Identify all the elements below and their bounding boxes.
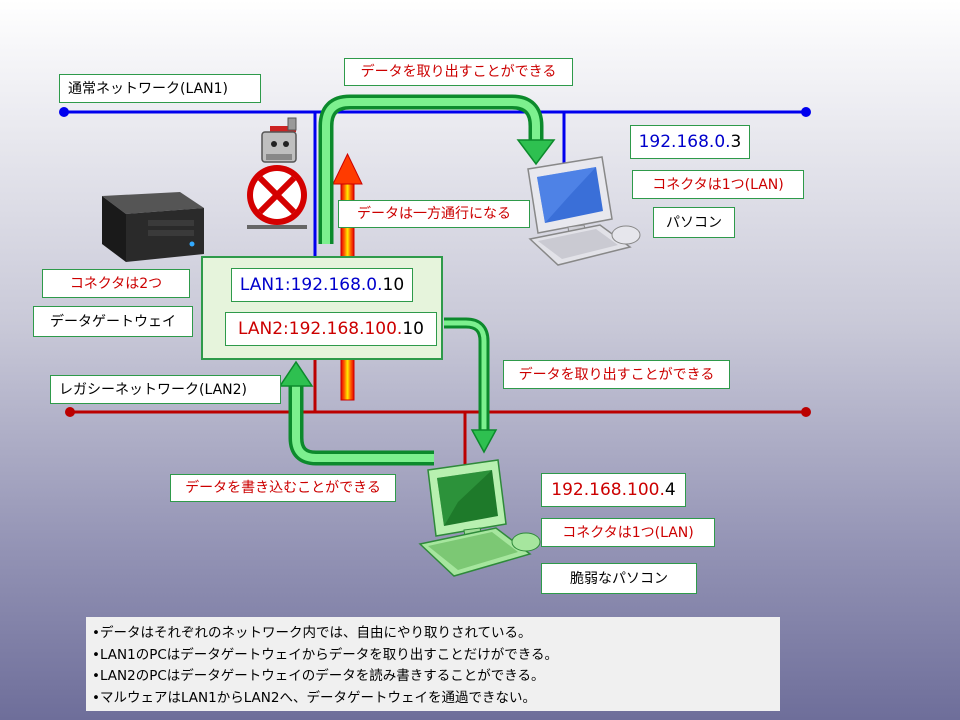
- lan1-endpoint-left: [59, 107, 69, 117]
- gateway-lan2-host: 10: [402, 318, 424, 339]
- lan1-label: 通常ネットワーク(LAN1): [59, 74, 261, 103]
- pc1-ip-host: 3: [730, 131, 742, 152]
- gateway-name-text: データゲートウェイ: [50, 313, 176, 330]
- pc2-name-text: 脆弱なパソコン: [570, 570, 668, 587]
- gateway-name-label: データゲートウェイ: [33, 306, 193, 337]
- annotation-read-lan1: データを取り出すことができる: [344, 58, 573, 86]
- note-item: •マルウェアはLAN1からLAN2へ、データゲートウェイを通過できない。: [92, 689, 536, 706]
- green-arrow-from-pc2: [278, 360, 434, 466]
- annotation-write-lan2-text: データを書き込むことができる: [185, 480, 381, 496]
- gateway-lan1-ip: LAN1:192.168.0.10: [231, 268, 413, 302]
- pc2-ip-host: 4: [664, 479, 676, 500]
- lan2-endpoint-right: [801, 407, 811, 417]
- pc2-connector-text: コネクタは1つ(LAN): [562, 524, 694, 541]
- gatekeeper-icon: [261, 117, 297, 163]
- annotation-one-way: データは一方通行になる: [338, 200, 530, 228]
- pc2-ip-net: 192.168.100.: [551, 479, 665, 500]
- computer-icon: [527, 156, 641, 266]
- gateway-lan2-net: 192.168.100.: [288, 318, 403, 339]
- annotation-write-lan2: データを書き込むことができる: [170, 474, 396, 502]
- note-item: •データはそれぞれのネットワーク内では、自由にやり取りされている。: [92, 625, 532, 641]
- green-arrow-to-pc2: [444, 317, 498, 454]
- lan2-label-text: レガシーネットワーク(LAN2): [59, 381, 248, 398]
- pc1-ip-net: 192.168.0.: [638, 131, 731, 152]
- green-arrow-to-pc1: [318, 94, 556, 244]
- gateway-lan2-ip: LAN2:192.168.100.10: [225, 312, 437, 346]
- pc2-name-label: 脆弱なパソコン: [541, 563, 697, 594]
- lan1-endpoint-right: [801, 107, 811, 117]
- pc2-connector-label: コネクタは1つ(LAN): [541, 518, 715, 547]
- data-gateway-box: LAN1:192.168.0.10 LAN2:192.168.100.10: [201, 256, 443, 360]
- pc1-connector-label: コネクタは1つ(LAN): [632, 170, 804, 199]
- lan1-label-text: 通常ネットワーク(LAN1): [68, 80, 229, 97]
- server-icon: [102, 192, 204, 262]
- note-item: •LAN1のPCはデータゲートウェイからデータを取り出すことだけができる。: [92, 646, 559, 663]
- annotation-read-lan2: データを取り出すことができる: [503, 360, 730, 389]
- computer-icon: [418, 459, 541, 577]
- annotation-one-way-text: データは一方通行になる: [357, 206, 511, 222]
- pc1-ip-label: 192.168.0.3: [630, 125, 750, 159]
- gateway-lan1-prefix: LAN1:: [239, 274, 291, 295]
- annotation-read-lan1-text: データを取り出すことができる: [360, 64, 557, 80]
- no-entry-icon: [247, 165, 307, 229]
- note-item: •LAN2のPCはデータゲートウェイのデータを読み書きすることができる。: [92, 668, 545, 684]
- gateway-lan2-prefix: LAN2:: [238, 318, 289, 339]
- notes-box: •データはそれぞれのネットワーク内では、自由にやり取りされている。 •LAN1の…: [86, 617, 780, 711]
- pc1-name-label: パソコン: [653, 207, 735, 238]
- gateway-connector-text: コネクタは2つ: [69, 275, 163, 292]
- gateway-lan1-host: 10: [382, 274, 405, 295]
- lan2-endpoint-left: [65, 407, 75, 417]
- gateway-connector-label: コネクタは2つ: [42, 269, 190, 298]
- annotation-read-lan2-text: データを取り出すことができる: [518, 366, 715, 383]
- lan2-label: レガシーネットワーク(LAN2): [50, 375, 281, 404]
- pc1-name-text: パソコン: [666, 214, 722, 231]
- pc1-connector-text: コネクタは1つ(LAN): [652, 176, 784, 193]
- gateway-lan1-net: 192.168.0.: [290, 274, 383, 295]
- pc2-ip-label: 192.168.100.4: [541, 473, 686, 507]
